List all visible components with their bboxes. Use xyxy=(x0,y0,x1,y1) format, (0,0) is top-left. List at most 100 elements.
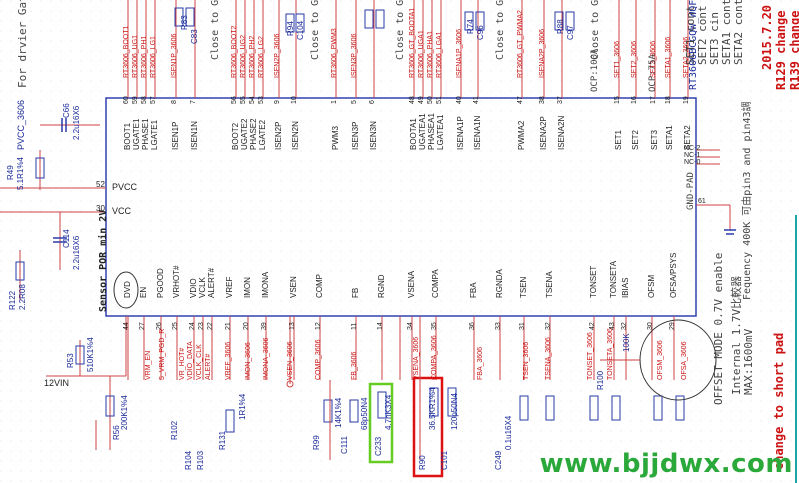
top-net-label: RT3606_LGA1 xyxy=(436,31,443,78)
bottom-net-label: TONSET_3606 xyxy=(587,332,594,380)
top-net-label: RT3606_LG1 xyxy=(150,36,157,78)
bottom-pin-number: 32 xyxy=(621,322,628,330)
pvcc-net-label: PVCC_3606 xyxy=(16,99,26,150)
bottom-pin-name: TONSETA xyxy=(609,260,618,298)
r122-value: 2.2R08 xyxy=(18,284,27,310)
top-pin-number: 16 xyxy=(631,96,638,104)
close-to-gate-note-2: Close to Gate MOS xyxy=(310,0,321,60)
bottom-pin-name: RGNDA xyxy=(495,269,504,298)
r100-ref: R100 xyxy=(596,370,605,390)
ic-body xyxy=(105,97,697,317)
bottom-net-label: FBA_3606 xyxy=(477,346,484,380)
top-pin-name: ISENA1P xyxy=(456,116,465,150)
top-pin-number: 37 xyxy=(557,96,564,104)
top-net-label: ISEN1P_3606 xyxy=(171,33,178,78)
top-pin-number: 55 xyxy=(240,96,247,104)
bottom-pin-number: 42 xyxy=(589,322,596,330)
ocp75-note: OCP:75A xyxy=(648,54,658,92)
top-pin-number: 58 xyxy=(141,96,148,104)
top-net-label: RT3606_LG2 xyxy=(258,36,265,78)
top-pin-name: SET1 xyxy=(614,129,623,150)
bottom-pin-number: 13 xyxy=(289,322,296,330)
dvd-circle xyxy=(113,271,139,309)
top-pin-number: 6 xyxy=(369,100,376,104)
close-to-gate-note-1: Close to Gate MOS xyxy=(210,0,221,60)
bottom-pin-number: 11 xyxy=(351,322,358,330)
bottom-pin-number: 27 xyxy=(139,322,146,330)
top-pin-name: BOOTA1 xyxy=(409,118,418,150)
bottom-pin-number: 34 xyxy=(407,322,414,330)
vcc-pin-num: 30 xyxy=(96,204,105,213)
top-pin-number: 15 xyxy=(614,96,621,104)
bottom-net-label: IMONA_3606 xyxy=(263,337,270,380)
bottom-net-label: ALERT# xyxy=(205,353,212,380)
top-pin-number: 38 xyxy=(539,96,546,104)
bottom-pin-number: 30 xyxy=(647,322,654,330)
c111-value: 68p50N4 xyxy=(360,397,369,430)
c114-value: 2.2u16X6 xyxy=(72,235,81,270)
bottom-pin-name: VDIO xyxy=(189,278,198,298)
top-pin-number: 19 xyxy=(683,96,690,104)
c96-ref: C96 xyxy=(476,25,485,40)
bottom-pin-name: EN xyxy=(139,286,148,298)
top-net-label: SET1_3606 xyxy=(614,41,621,78)
bottom-pin-name: ALERT# xyxy=(207,267,216,298)
bottom-pin-name: VSEN xyxy=(289,276,298,298)
bottom-pin-name: VSENA xyxy=(407,270,416,298)
bottom-pin-number: 32 xyxy=(545,322,552,330)
bottom-net-label: TSENA_3606 xyxy=(545,337,552,380)
bottom-pin-number: 44 xyxy=(123,322,130,330)
bottom-net-label: VREF_3606 xyxy=(225,341,232,380)
top-net-label: ISEN2P_3606 xyxy=(274,33,281,78)
top-pin-name: PHASE2 xyxy=(249,118,258,150)
bottom-net-label: OFSM_3606 xyxy=(657,340,664,380)
r139-note: R139 change xyxy=(788,10,799,90)
c233-ref: C233 xyxy=(374,436,383,456)
bottom-net-label: VSENA_3606 xyxy=(413,336,420,380)
bottom-pin-name: FB xyxy=(351,287,360,298)
bottom-pin-name: VCLK xyxy=(198,277,207,298)
r100-value: 100K xyxy=(622,333,631,352)
top-pin-number: 5 xyxy=(351,100,358,104)
c114-ref: C114 xyxy=(62,229,71,248)
bottom-pin-name: TSENA xyxy=(545,271,554,298)
bottom-pin-number: 36 xyxy=(469,322,476,330)
top-net-label: RT3606_UG2 xyxy=(240,34,247,78)
top-pin-name: PWMA2 xyxy=(517,120,526,150)
top-pin-number: 17 xyxy=(650,96,657,104)
bottom-net-label: VDIO_DATA xyxy=(187,341,194,380)
vcc-pin: VCC xyxy=(112,206,132,216)
bottom-net-label: 5_VRM_PGD_R xyxy=(159,328,166,380)
r90-value: 36.5KR1%4 xyxy=(428,387,437,430)
top-pin-number: 47 xyxy=(517,96,524,104)
top-pin-number: 53 xyxy=(258,96,265,104)
top-pin-number: 41 xyxy=(473,96,480,104)
bottom-pin-name: RGND xyxy=(377,274,386,298)
top-pin-name: ISEN2P xyxy=(274,121,283,150)
nc0-pin: NC-0 xyxy=(684,159,701,166)
top-pin-number: 8 xyxy=(171,100,178,104)
top-pin-name: LGATE1 xyxy=(150,119,159,150)
vin12-label: 12VIN xyxy=(44,378,70,388)
bottom-net-label: VRM_EN xyxy=(145,350,152,380)
bottom-pin-name: COMP xyxy=(315,274,324,298)
top-pin-name: LGATE2 xyxy=(258,119,267,150)
top-net-label: RT3606_PH2 xyxy=(249,35,256,78)
max-note: MAX:1600mV xyxy=(742,328,755,395)
top-net-label: RT3606_PH1 xyxy=(141,35,148,78)
ocp100-note: OCP:100A xyxy=(590,48,600,92)
pvcc-pin: PVCC xyxy=(112,182,138,192)
top-pin-name: ISEN1N xyxy=(190,121,199,150)
bottom-pin-number: 12 xyxy=(315,322,322,330)
bottom-pin-name: PGOOD xyxy=(156,268,165,298)
r74-ref: R74 xyxy=(466,19,475,34)
for-driver-note: For drvier Gate M xyxy=(16,0,29,88)
top-pin-number: 51 xyxy=(436,96,443,104)
c233-value: 4.7nK3X4 xyxy=(384,394,393,430)
bottom-pin-number: 14 xyxy=(377,322,384,330)
r104-ref: R104 xyxy=(184,450,193,470)
bottom-pin-number: 35 xyxy=(431,322,438,330)
bottom-pin-number: 20 xyxy=(243,322,250,330)
r99-value: 14K1%4 xyxy=(334,397,343,428)
bottom-pin-name: IBIAS xyxy=(621,277,630,298)
